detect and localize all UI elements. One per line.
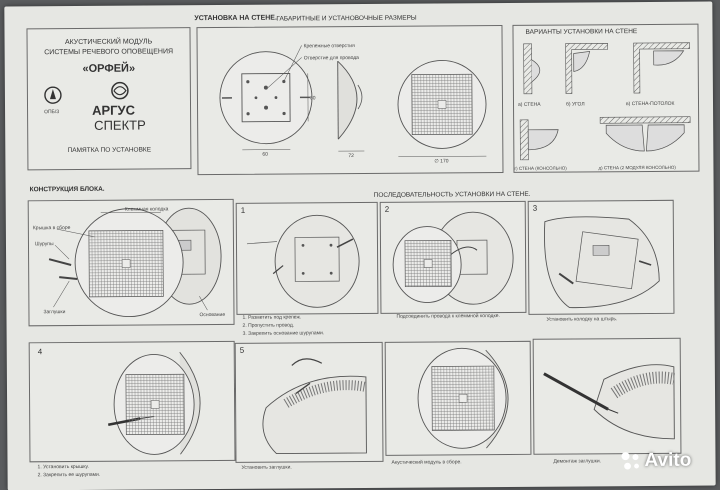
step2-instruction: Подсоединить провода к клеммной колодке. xyxy=(396,313,500,320)
step2-drawing xyxy=(392,211,514,305)
variants-panel: ВАРИАНТЫ УСТАНОВКИ НА СТЕНЕ а) xyxy=(512,23,700,173)
step5-panel: 5 xyxy=(234,341,384,463)
step2-panel: 2 xyxy=(379,200,527,314)
label-mounting-holes: Крепежные отверстия xyxy=(303,43,355,50)
variant-e-label: д) СТЕНА (2 МОДУЛЯ КОНСОЛЬНО) xyxy=(598,164,676,171)
opbz-logo-icon xyxy=(44,86,62,104)
variant-d-label: г) СТЕНА (КОНСОЛЬНО) xyxy=(514,165,567,171)
brand-spektr: СПЕКТР xyxy=(94,117,146,133)
removal-panel xyxy=(532,337,682,455)
step1-instruction-3: 3. Закрепить основание шурупами. xyxy=(242,330,325,337)
dim-60-vertical: 60 xyxy=(309,95,316,102)
title-block: АКУСТИЧЕСКИЙ МОДУЛЬ СИСТЕМЫ РЕЧЕВОГО ОПО… xyxy=(26,27,192,171)
construction-panel: Клеммная колодка Крышка в сборе Шурупы З… xyxy=(27,198,235,327)
step4-panel: 4 xyxy=(28,340,236,463)
label-terminal-block: Клеммная колодка xyxy=(124,206,169,213)
variants-drawing xyxy=(519,42,691,161)
wall-heading: УСТАНОВКА НА СТЕНЕ. xyxy=(194,14,277,23)
step3-panel: 3 xyxy=(527,199,675,315)
step1-drawing xyxy=(246,214,360,308)
step1-panel: 1 xyxy=(235,201,379,315)
avito-text: Avito xyxy=(644,449,692,472)
variant-a-label: а) СТЕНА xyxy=(517,101,541,108)
variant-c-label: в) СТЕНА-ПОТОЛОК xyxy=(625,100,675,108)
avito-logo-icon xyxy=(621,452,639,470)
step3-instruction: Установить колодку на штырь. xyxy=(546,316,618,323)
avito-watermark: Avito xyxy=(619,450,691,473)
sequence-heading: ПОСЛЕДОВАТЕЛЬНОСТЬ УСТАНОВКИ НА СТЕНЕ. xyxy=(373,190,531,199)
dimensions-drawing xyxy=(219,45,487,157)
dim-60-horizontal: 60 xyxy=(262,151,268,158)
install-memo: ПАМЯТКА ПО УСТАНОВКЕ xyxy=(67,146,152,155)
step1-instruction-1: 1. Разметить под крепеж. xyxy=(242,314,302,321)
variant-b-label: б) УГОЛ xyxy=(565,101,585,108)
argus-logo-icon xyxy=(111,81,129,100)
removal-caption: Демонтаж заглушки. xyxy=(553,458,602,465)
wall-subheading: ГАБАРИТНЫЕ И УСТАНОВОЧНЫЕ РАЗМЕРЫ xyxy=(276,14,417,23)
construction-drawing xyxy=(48,207,222,318)
step5-drawing xyxy=(262,358,367,455)
step4-instruction-2: 2. Закрепить ее шурупами. xyxy=(37,471,101,479)
label-base: Основание xyxy=(199,311,226,319)
dimensions-panel: Крепежные отверстия Отверстие для провод… xyxy=(196,25,504,176)
step3-drawing xyxy=(543,216,660,309)
assembled-panel xyxy=(384,340,532,456)
dim-72: 72 xyxy=(348,153,354,160)
step4-drawing xyxy=(107,351,201,455)
removal-drawing xyxy=(543,364,676,440)
label-wire-hole: Отверстие для провода xyxy=(303,55,359,62)
dim-170: ∅ 170 xyxy=(434,158,449,165)
assembled-drawing xyxy=(417,347,509,449)
step4-instruction-1: 1. Установить крышку. xyxy=(37,463,89,471)
label-plugs: Заглушки xyxy=(43,309,66,316)
assembled-caption: Акустический модуль в сборе. xyxy=(391,459,462,466)
label-cover: Крышка в сборе xyxy=(32,225,71,232)
construction-heading: КОНСТРУКЦИЯ БЛОКА. xyxy=(29,185,105,194)
step1-instruction-2: 2. Пропустить провод. xyxy=(242,322,295,329)
brand-argus: АРГУС xyxy=(91,102,136,118)
label-screws: Шурупы xyxy=(34,241,54,248)
instruction-sheet: АКУСТИЧЕСКИЙ МОДУЛЬ СИСТЕМЫ РЕЧЕВОГО ОПО… xyxy=(4,1,716,490)
step5-instruction: Установить заглушки. xyxy=(241,464,292,471)
